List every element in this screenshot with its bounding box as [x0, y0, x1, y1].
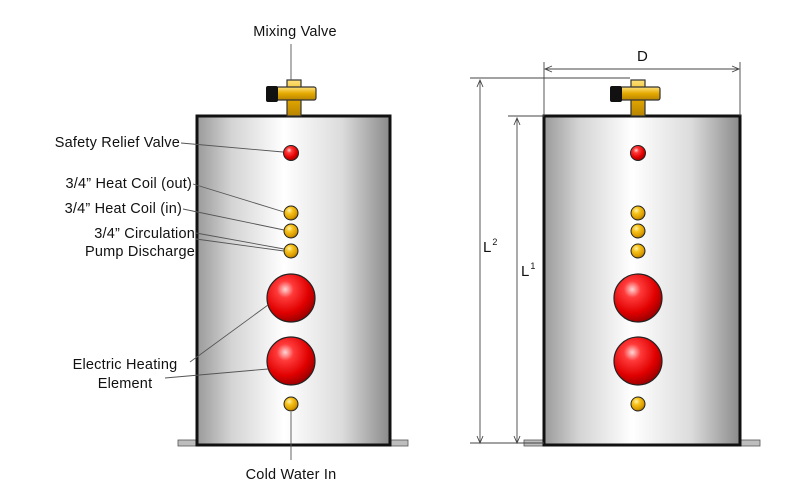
heating-element-label-line1: Electric Heating	[72, 357, 178, 373]
diameter-label: D	[637, 48, 648, 65]
dimension-lines	[470, 62, 741, 445]
left-circulation-port-icon	[283, 243, 299, 259]
heat-coil-out-label: 3/4” Heat Coil (out)	[65, 176, 192, 192]
right-mixing-valve-icon	[610, 79, 661, 117]
circulation-label-line2: Pump Discharge	[85, 244, 195, 260]
heating-element-label-line2: Element	[97, 376, 153, 392]
left-mixing-valve-icon	[266, 79, 317, 117]
safety-relief-valve-label: Safety Relief Valve	[54, 135, 180, 151]
left-safety-relief-port-icon	[283, 145, 299, 161]
left-heating-element-lower-icon	[266, 336, 316, 386]
right-heat-coil-in-port-icon	[630, 223, 646, 239]
l2-label: L2	[483, 237, 498, 256]
left-heat-coil-in-port-icon	[283, 223, 299, 239]
left-heating-element-upper-icon	[266, 273, 316, 323]
circulation-label-line1: 3/4” Circulation	[94, 226, 195, 242]
leader-lines	[164, 44, 292, 460]
right-safety-relief-port-icon	[630, 145, 646, 161]
right-heat-coil-out-port-icon	[630, 205, 646, 221]
cold-water-in-label: Cold Water In	[245, 467, 337, 483]
heat-coil-in-label: 3/4” Heat Coil (in)	[64, 201, 182, 217]
right-tank	[523, 79, 761, 447]
right-circulation-port-icon	[630, 243, 646, 259]
left-tank	[177, 79, 409, 447]
right-heating-element-upper-icon	[613, 273, 663, 323]
right-heating-element-lower-icon	[613, 336, 663, 386]
left-heat-coil-out-port-icon	[283, 205, 299, 221]
mixing-valve-label: Mixing Valve	[253, 24, 337, 40]
l1-label: L1	[521, 261, 536, 280]
left-cold-water-port-icon	[283, 396, 299, 412]
right-cold-water-port-icon	[630, 396, 646, 412]
